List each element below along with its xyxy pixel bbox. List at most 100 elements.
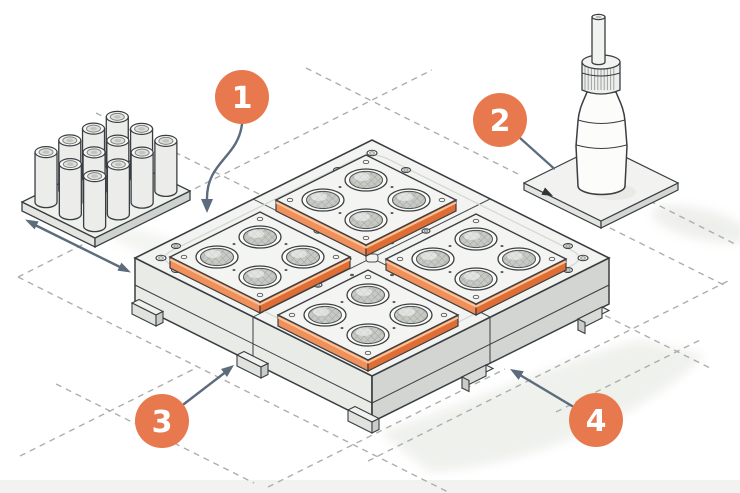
- insert-plate-screw: [438, 197, 446, 203]
- insert-plate-dot: [232, 269, 236, 271]
- mold-well-highlight: [313, 308, 329, 316]
- screw-hole: [170, 242, 182, 250]
- base-foot-side: [371, 417, 380, 434]
- insert-plate-screw: [286, 197, 294, 203]
- screw-hole-inner: [565, 244, 571, 248]
- screw-hole-outer: [577, 254, 589, 262]
- insert-plate-screw: [362, 235, 370, 241]
- sample-tube-body: [34, 151, 58, 209]
- ground-grid-dashed-line: [367, 279, 731, 462]
- insert-plate-dot: [390, 186, 394, 188]
- bottle-station: [522, 13, 680, 229]
- insert-plate-dot: [340, 327, 344, 329]
- mold-well: [497, 247, 541, 271]
- sample-tube: [58, 158, 82, 221]
- insert-plate-dot: [500, 271, 504, 273]
- sample-tube-body: [82, 175, 107, 233]
- insert-plate-rim-highlight: [275, 201, 457, 249]
- insert-plate-top-face: [276, 269, 460, 361]
- base-foot: [130, 298, 165, 327]
- screw-hole: [366, 149, 378, 157]
- sample-tube-body: [58, 163, 82, 221]
- insert-plate-screw: [362, 159, 370, 165]
- callout-3: 3: [135, 394, 189, 448]
- screw-hole-inner: [158, 256, 164, 260]
- bottle-shadow: [651, 205, 740, 243]
- ground-grid-dashed-line: [555, 290, 711, 369]
- screw-hole-outer: [400, 166, 412, 174]
- sample-tube: [82, 170, 107, 233]
- callout-4-number: 4: [586, 404, 607, 439]
- insert-plate-top-face: [274, 154, 458, 246]
- callout-3-arrowhead: [221, 365, 234, 377]
- base-foot: [235, 350, 270, 379]
- insert-plate-dot: [500, 245, 504, 247]
- mold-well: [454, 227, 498, 251]
- sample-tube-opening: [90, 150, 98, 155]
- mold-well: [387, 188, 431, 212]
- callout-1-badge: [215, 70, 269, 124]
- insert-plate-screw: [364, 350, 372, 356]
- mold-well: [301, 188, 345, 212]
- mold-base: [130, 139, 611, 434]
- mold-well-highlight: [356, 328, 372, 336]
- screw-hole-outer: [562, 242, 574, 250]
- dimension-arrowhead-right: [117, 262, 131, 273]
- base-foot: [346, 405, 381, 434]
- mold-well: [281, 245, 325, 269]
- screw-hole-outer: [155, 254, 167, 262]
- bottom-edge-shade: [0, 480, 740, 493]
- screw-hole-inner: [580, 256, 586, 260]
- sample-tube-opening: [114, 138, 122, 143]
- insert-plate-screw: [472, 294, 480, 300]
- sample-tube-array: [34, 110, 178, 233]
- callout-leaders: [182, 122, 574, 408]
- base-foot: [460, 364, 495, 393]
- sample-tube-opening: [66, 162, 74, 166]
- sample-tube: [130, 146, 154, 209]
- insert-plate-screw: [396, 256, 404, 262]
- callout-3-badge: [135, 394, 189, 448]
- mold-well-highlight: [354, 213, 370, 221]
- mold-well-highlight: [354, 173, 370, 181]
- dimension-arrowhead-left: [25, 219, 39, 230]
- mold-well-highlight: [205, 250, 221, 258]
- sample-tube-opening: [138, 127, 146, 131]
- ground-grid-dashed-line: [639, 195, 738, 246]
- base-foot-side: [577, 318, 586, 335]
- screw-hole-outer: [421, 228, 431, 234]
- screw-hole-outer: [170, 242, 182, 250]
- insert-plate-screw: [256, 292, 264, 298]
- mold-well-highlight: [248, 230, 264, 238]
- insert-plate-east: [384, 213, 568, 316]
- bottle: [575, 13, 628, 196]
- callout-2-leader: [518, 136, 556, 170]
- mold-well-highlight: [356, 288, 372, 296]
- mold-well: [344, 168, 388, 192]
- insert-plate-top-face: [384, 213, 568, 305]
- sample-tube-body: [106, 163, 131, 221]
- mold-well: [238, 225, 282, 249]
- callout-4-badge: [569, 393, 623, 447]
- callout-4: 4: [569, 393, 623, 447]
- insert-plate-dot: [390, 212, 394, 214]
- bottle-nozzle-body: [591, 16, 606, 66]
- insert-plate-dot: [448, 245, 452, 247]
- insert-plate-dot: [392, 301, 396, 303]
- sample-tube: [106, 158, 131, 221]
- callout-2-number: 2: [490, 104, 511, 139]
- base-feet: [130, 298, 611, 434]
- insert-plate-west: [168, 211, 352, 314]
- insert-plate-rim-highlight: [385, 260, 567, 308]
- mold-well-highlight: [311, 193, 327, 201]
- callout-1-number: 1: [232, 81, 253, 116]
- mold-well: [454, 267, 498, 291]
- sample-tube: [34, 146, 58, 209]
- insert-plate-dot: [392, 327, 396, 329]
- insert-plate-dot: [448, 271, 452, 273]
- insert-plate-screw: [256, 216, 264, 222]
- sample-rack: [20, 110, 192, 249]
- sample-tube-opening: [113, 115, 121, 119]
